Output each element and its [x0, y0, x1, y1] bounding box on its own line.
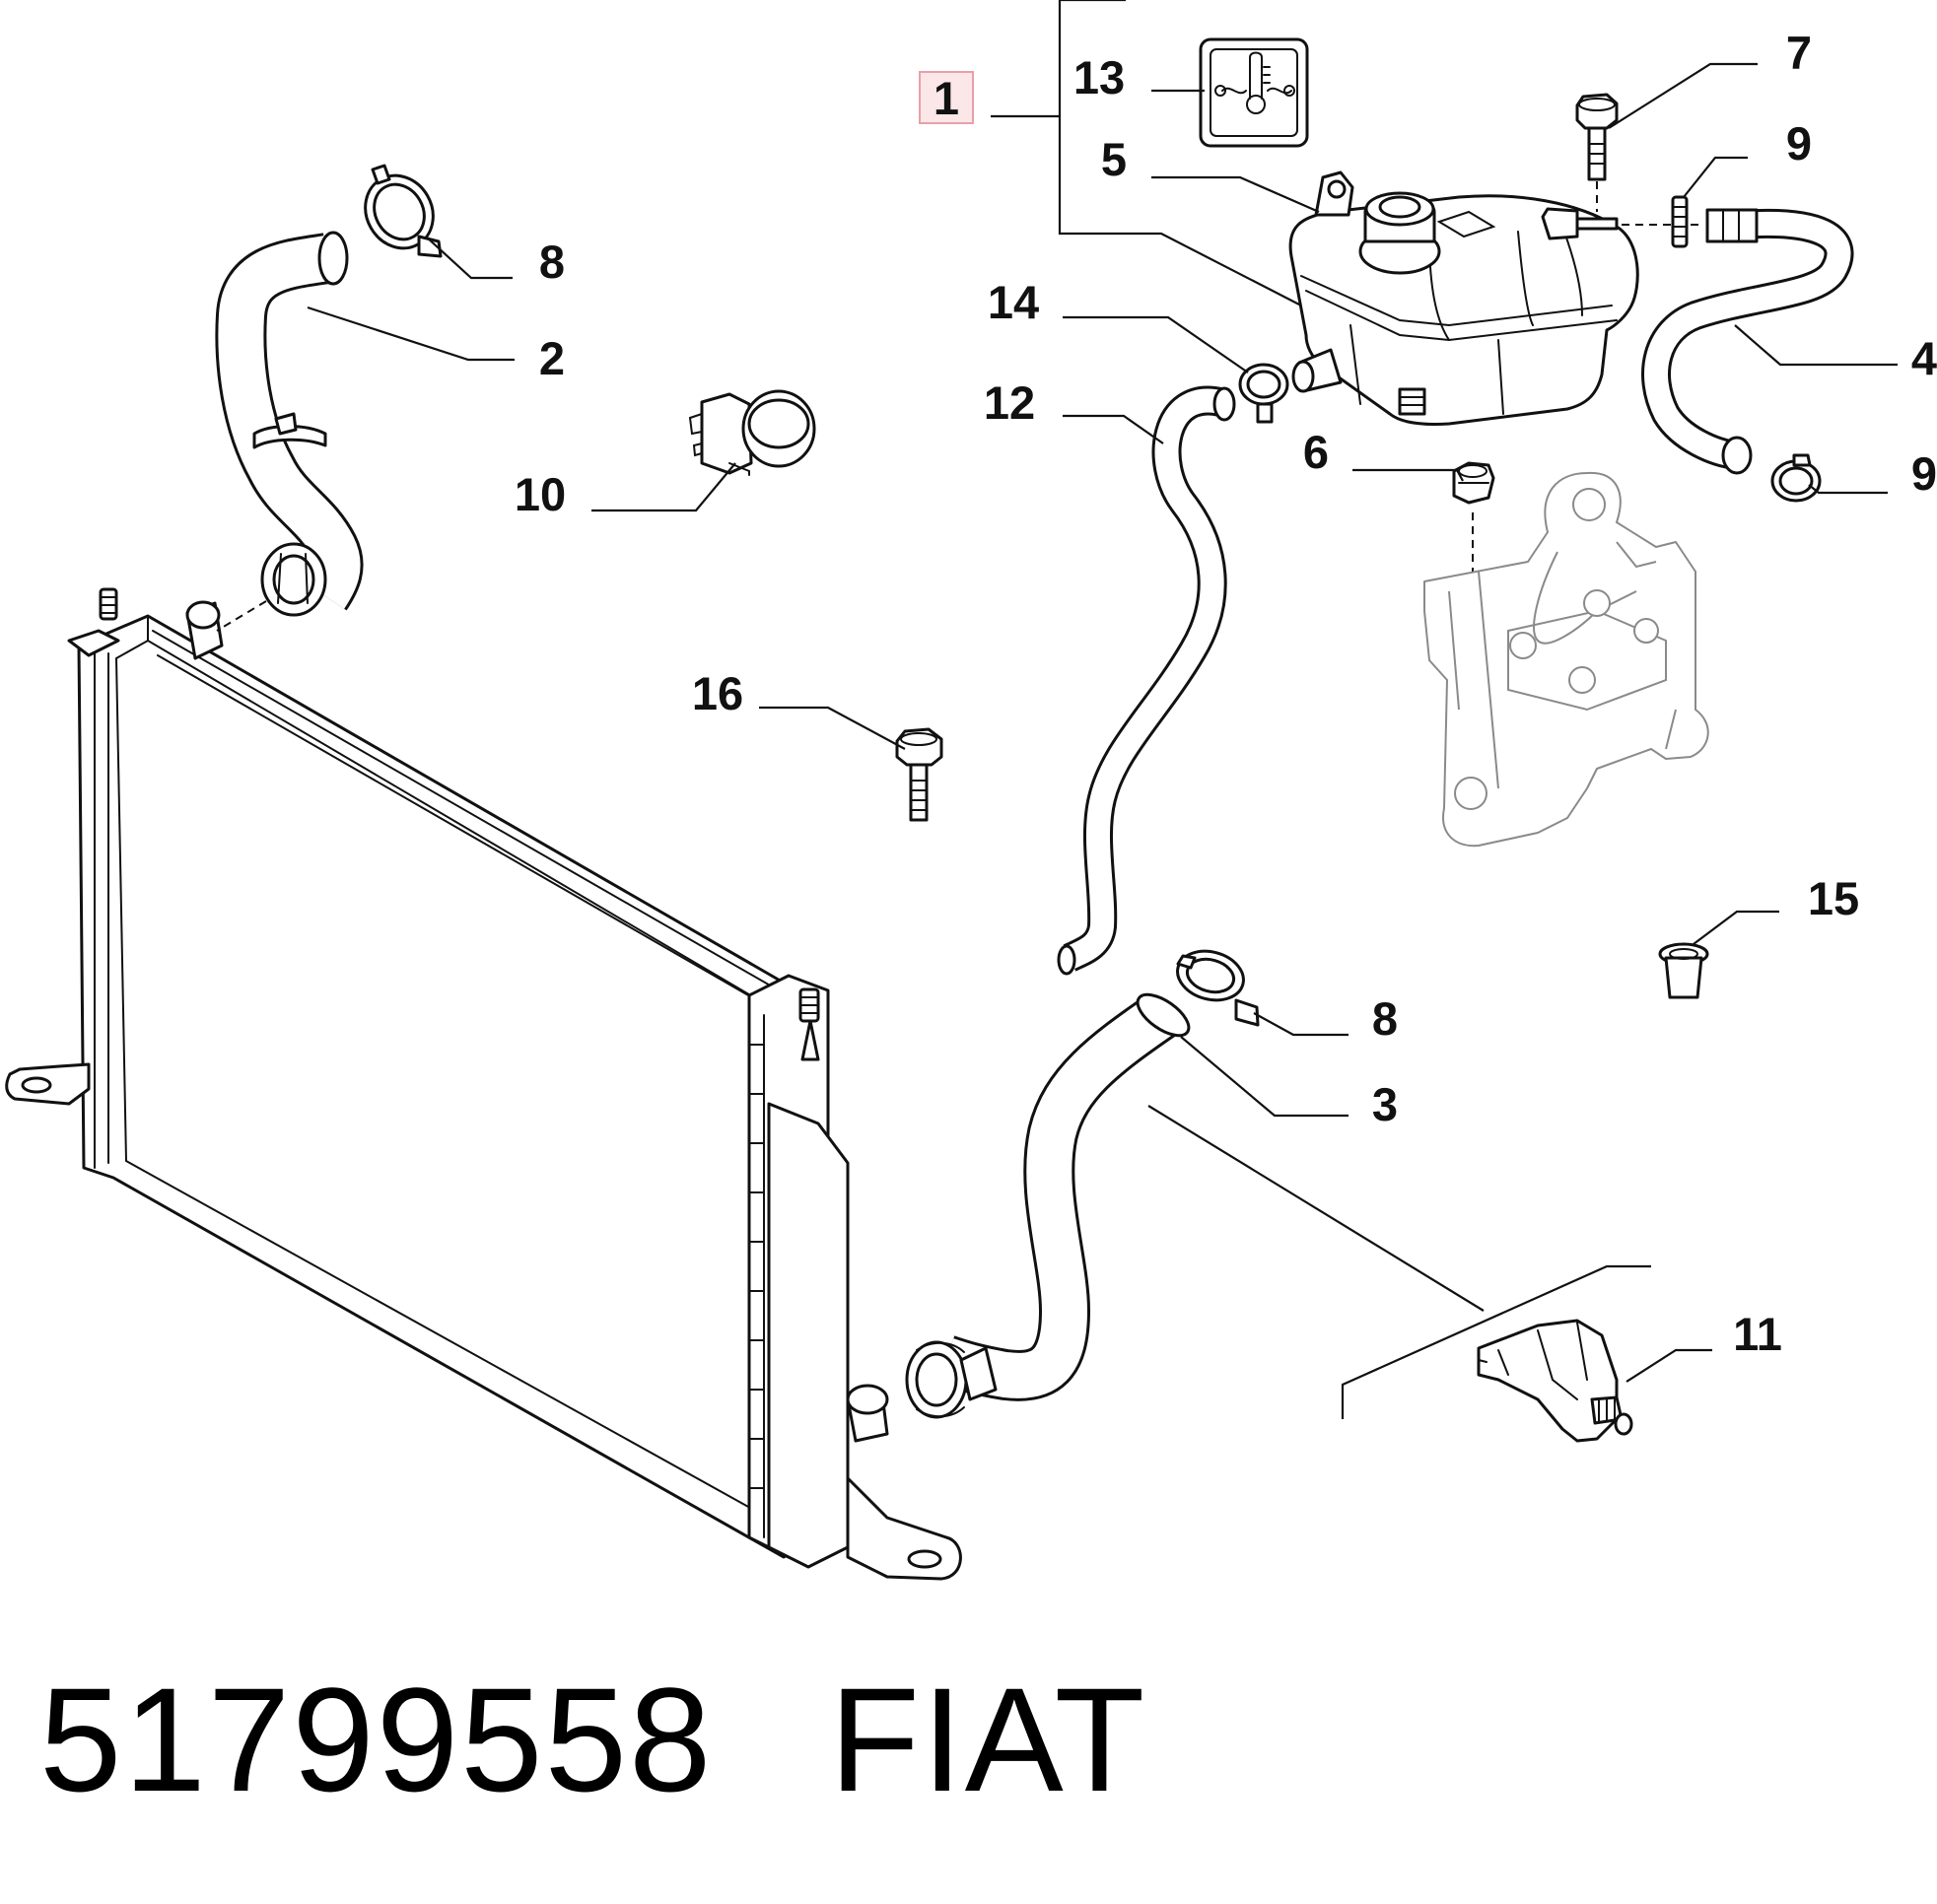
bleed-hose-12: [1057, 385, 1236, 976]
callout-1-highlight-box: [919, 71, 974, 124]
hose-clamp-14: [1238, 363, 1289, 424]
radiator-bottom-mount-bracket: [846, 1476, 962, 1581]
part-number: 51799558: [39, 1657, 714, 1822]
callout-labels: 1 2 3 4 5 6 7 8 8 9 9 10 11 12 13 14 15 …: [515, 27, 1937, 1360]
callout-10: 10: [515, 468, 566, 520]
radiator-shroud-plate: [767, 1102, 850, 1569]
hose-bracket-clip-11: [1477, 1319, 1633, 1443]
callout-15: 15: [1808, 872, 1859, 924]
callout-7: 7: [1786, 27, 1812, 79]
callout-3: 3: [1372, 1078, 1398, 1130]
radiator: [5, 587, 962, 1581]
callout-13: 13: [1073, 51, 1125, 103]
callout-9-upper: 9: [1786, 117, 1812, 170]
callout-12: 12: [984, 376, 1035, 429]
radiator-upper-inlet-pipe: [185, 600, 224, 660]
callout-4: 4: [1911, 332, 1937, 384]
hose-clip-9-upper: [1622, 195, 1703, 248]
radiator-lower-outlet-pipe: [846, 1384, 889, 1443]
engine-mount-bracket: [1423, 471, 1709, 848]
radiator-frame-outer: [77, 614, 820, 1559]
lower-radiator-hose: [905, 992, 1191, 1419]
upper-radiator-hose: [215, 231, 364, 632]
callout-6: 6: [1303, 426, 1329, 478]
callout-2: 2: [539, 332, 565, 384]
radiator-top-left-stud: [67, 587, 120, 657]
callout-14: 14: [988, 276, 1039, 328]
radiator-top-right-stud: [798, 987, 820, 1061]
hose-clamp-8-upper: [364, 164, 443, 258]
callout-1: 1: [934, 72, 959, 124]
coolant-expansion-tank: [1288, 170, 1639, 426]
plug-15: [1658, 942, 1709, 999]
leader-lines: [307, 0, 1898, 1419]
callout-8-lower: 8: [1372, 992, 1398, 1045]
overflow-hose-4: [1641, 208, 1854, 475]
callout-9-lower: 9: [1911, 447, 1937, 500]
radiator-tank-ribs: [748, 1044, 765, 1489]
callout-5: 5: [1101, 133, 1127, 185]
hose-clamp-8-lower: [1176, 949, 1260, 1027]
bolt-16: [895, 727, 943, 822]
brand-name: FIAT: [829, 1657, 1147, 1822]
hose-clamp-9-lower: [1770, 453, 1822, 503]
coolant-warning-label-13: [1199, 37, 1309, 148]
callout-11: 11: [1733, 1308, 1782, 1360]
bolt-7: [1575, 93, 1619, 212]
grommet-6: [1452, 461, 1495, 572]
callout-8-upper: 8: [539, 236, 565, 288]
callout-16: 16: [692, 667, 743, 719]
hose-connector-10: [688, 389, 816, 476]
